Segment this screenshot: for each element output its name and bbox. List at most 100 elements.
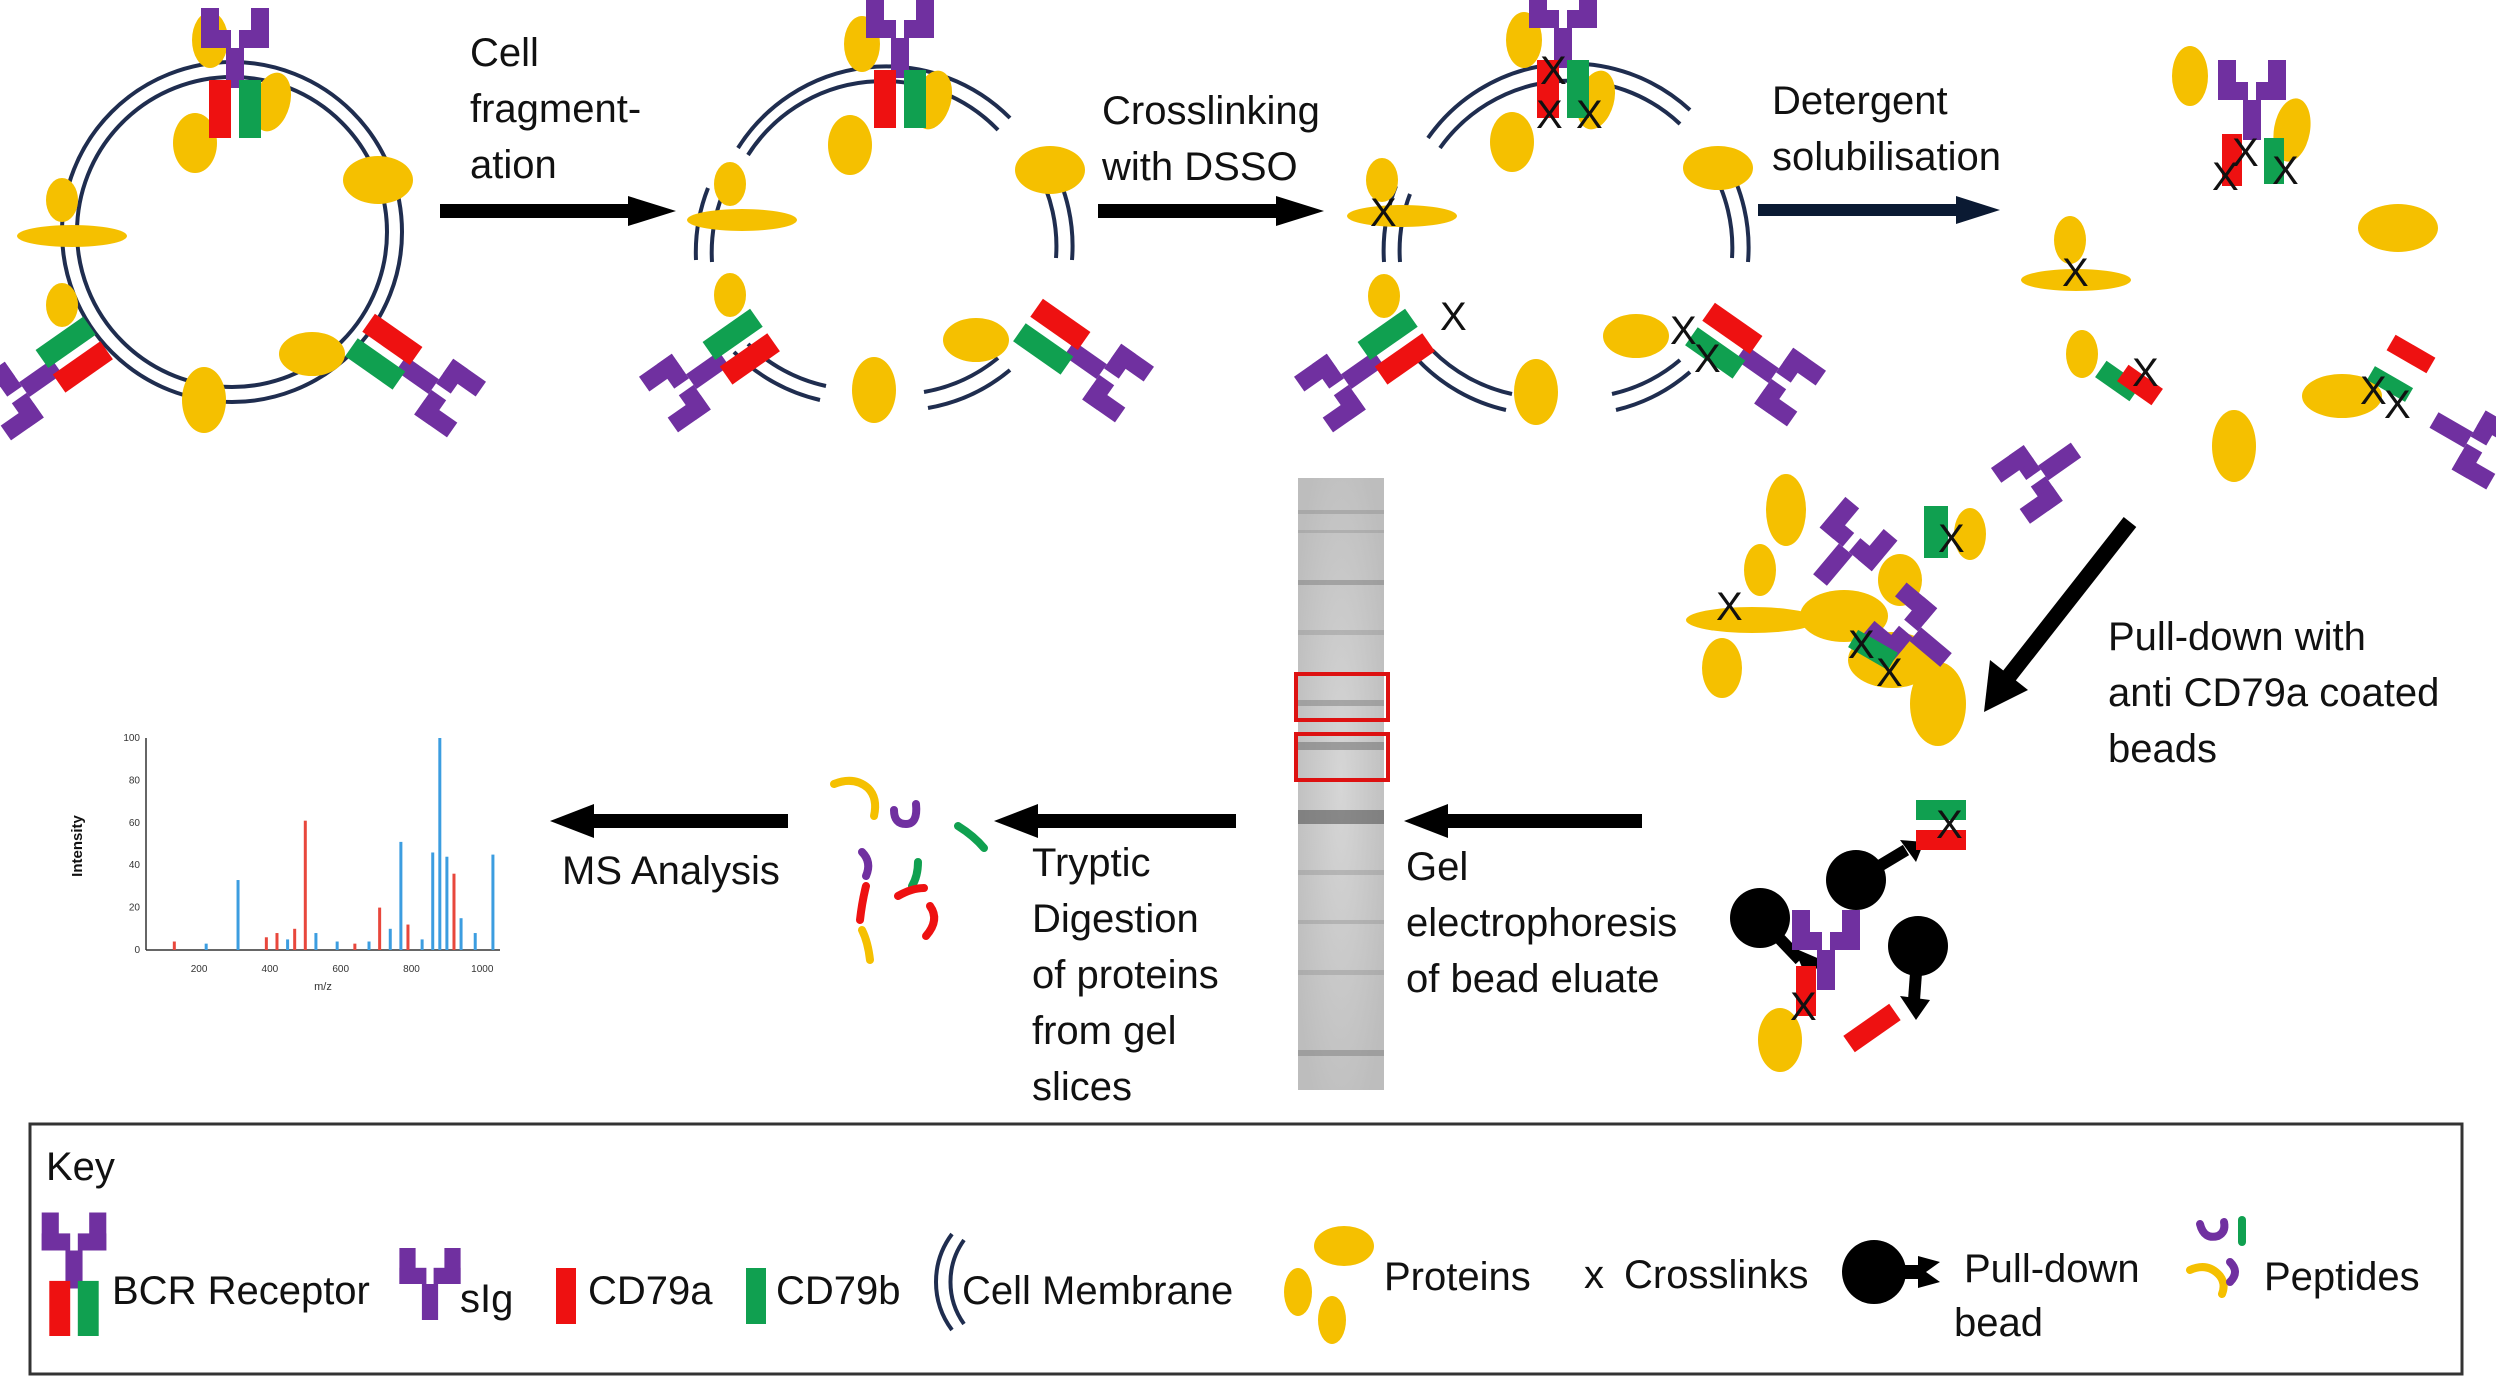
protein xyxy=(714,162,746,206)
arrow-digestion xyxy=(994,804,1236,838)
spectrum-peak xyxy=(314,933,318,950)
key-crosslinks-label: Crosslinks xyxy=(1624,1253,1808,1297)
peptides xyxy=(830,776,988,964)
arrow-ms xyxy=(550,804,788,838)
key-cd79a-icon xyxy=(556,1268,576,1324)
spectrum-peak xyxy=(491,854,495,950)
bcr-receptor xyxy=(340,307,485,437)
crosslink-marks-cell: X X X X X X X xyxy=(1370,49,1721,381)
spectrum-y-label: Intensity xyxy=(69,815,86,877)
crosslink-mark: X xyxy=(1576,93,1603,137)
spectrum-bars xyxy=(172,738,495,950)
protein xyxy=(46,178,78,222)
arrow-pulldown xyxy=(1984,517,2137,712)
protein xyxy=(279,332,345,376)
key-cd79b-icon xyxy=(746,1268,766,1324)
protein xyxy=(1490,112,1534,172)
intact-cell xyxy=(0,8,486,440)
gel-slice-box xyxy=(1294,672,1390,722)
spectrum-y-tick: 80 xyxy=(129,775,141,786)
key-bead-label: Pull-down xyxy=(1964,1247,2140,1291)
svg-text:X: X xyxy=(2384,383,2411,427)
protein xyxy=(943,318,1009,362)
key-title: Key xyxy=(46,1145,115,1189)
svg-text:X: X xyxy=(1848,623,1875,667)
spectrum-peak xyxy=(367,941,371,950)
spectrum-peak xyxy=(420,939,424,950)
spectrum-y-tick: 40 xyxy=(129,860,141,871)
protein xyxy=(1683,146,1753,190)
spectrum-peak xyxy=(286,939,290,950)
spectrum-y-tick: 100 xyxy=(123,733,140,744)
protein xyxy=(252,72,292,132)
crosslink-mark: X xyxy=(1670,309,1697,353)
spectrum-peak xyxy=(303,820,307,950)
key-membrane-label: Cell Membrane xyxy=(962,1269,1233,1313)
spectrum-peak xyxy=(473,933,477,950)
protein xyxy=(1015,146,1085,194)
spectrum-peak xyxy=(399,841,403,950)
svg-text:X: X xyxy=(2232,131,2259,175)
spectrum-peak xyxy=(388,928,392,950)
spectrum-peak xyxy=(445,856,449,950)
protein xyxy=(182,367,226,433)
spectrum-peak xyxy=(293,928,297,950)
arrow-electrophoresis xyxy=(1404,804,1642,838)
crosslink-mark: X xyxy=(1440,295,1467,339)
bcr-receptor xyxy=(1008,292,1153,422)
svg-text:X: X xyxy=(1790,985,1817,1029)
protein xyxy=(1366,158,1398,202)
protein xyxy=(1603,314,1669,358)
key-cd79a-label: CD79a xyxy=(588,1269,713,1313)
bcr-receptor xyxy=(866,0,934,128)
protein xyxy=(343,156,413,204)
spectrum-peak xyxy=(335,941,339,950)
arrow-solubilisation xyxy=(1758,196,2000,224)
crosslink-mark: X xyxy=(1694,337,1721,381)
fragmented-cell-proteins xyxy=(639,0,1154,432)
spectrum-peak xyxy=(459,918,463,950)
cell-membrane-inner xyxy=(75,75,389,389)
spectrum-x-label: m/z xyxy=(314,981,332,993)
key-crosslinks-icon: x xyxy=(1584,1253,1604,1297)
solubilised-proteins: X X X X X X X xyxy=(1990,46,2496,524)
bcr-receptor xyxy=(201,8,269,138)
pulldown-mixture: X X X X xyxy=(1686,474,1986,746)
protein xyxy=(687,209,797,231)
spectrum-peak xyxy=(236,880,240,950)
spectrum-peak xyxy=(264,937,268,950)
sig xyxy=(1990,422,2096,524)
key-panel: Key BCR Receptor sIg CD79a CD79b Cell Me… xyxy=(28,1122,2464,1376)
spectrum-peak xyxy=(431,852,435,950)
spectrum-x-tick: 800 xyxy=(403,964,420,975)
key-membrane-icon xyxy=(934,1232,966,1332)
svg-text:X: X xyxy=(2132,351,2159,395)
spectrum-peak xyxy=(378,907,382,950)
protein xyxy=(173,113,217,173)
protein xyxy=(828,115,872,175)
gel-lane xyxy=(1294,478,1390,1090)
svg-text:X: X xyxy=(1936,803,1963,847)
bcr-receptor xyxy=(639,302,784,432)
key-peptides-label: Peptides xyxy=(2264,1255,2420,1299)
bead-eluate: X X xyxy=(1730,800,1966,1072)
spectrum-y-tick: 20 xyxy=(129,903,141,914)
protein xyxy=(714,273,746,317)
spectrum-y-tick: 0 xyxy=(134,945,140,956)
sig xyxy=(2417,390,2496,490)
spectrum-peak xyxy=(172,941,176,950)
spectrum-x-tick: 400 xyxy=(262,964,279,975)
protein xyxy=(1368,274,1400,318)
svg-text:X: X xyxy=(2212,155,2239,199)
spectrum-peak xyxy=(353,943,357,950)
svg-text:X: X xyxy=(1938,517,1965,561)
spectrum-x-tick: 200 xyxy=(191,964,208,975)
spectrum-peak xyxy=(452,873,456,950)
